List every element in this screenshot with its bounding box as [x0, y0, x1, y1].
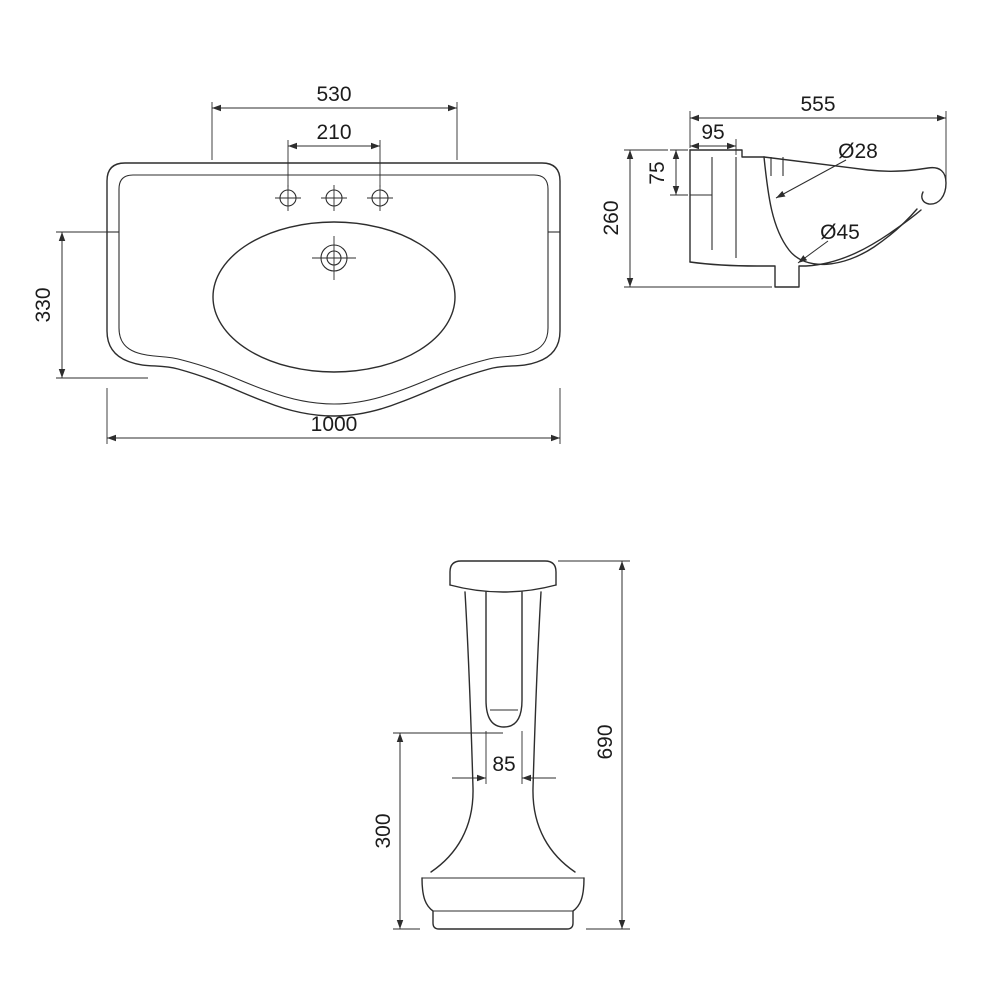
- leader-tap-hole-diameter: Ø28: [775, 140, 878, 199]
- bowl-outline: [212, 221, 456, 373]
- dim-label-75: 75: [646, 161, 669, 184]
- pedestal-column-left: [430, 591, 474, 873]
- basin-section-view: 555 95 75 260 Ø28 Ø45: [600, 93, 947, 288]
- rim-profile: [763, 156, 947, 205]
- dim-label-330: 330: [32, 287, 55, 322]
- dim-tap-spacing: 210: [287, 121, 381, 187]
- dim-label-555: 555: [800, 93, 835, 116]
- dim-label-1000: 1000: [311, 413, 358, 436]
- dim-label-260: 260: [600, 200, 623, 235]
- pedestal-base: [421, 877, 585, 930]
- leader-waste-diameter: Ø45: [797, 221, 860, 264]
- bowl-section-curve: [763, 156, 918, 266]
- leader-line: [775, 159, 847, 199]
- dim-basin-depth: 330: [32, 231, 148, 379]
- dim-label-300: 300: [372, 813, 395, 848]
- pedestal-column-right: [532, 591, 576, 873]
- underside-profile: [689, 209, 922, 288]
- dim-bowl-width: 530: [211, 83, 458, 160]
- dim-pedestal-height: 690: [558, 560, 630, 930]
- dim-overall-width: 1000: [106, 388, 561, 444]
- pedestal-cap-bottom: [449, 584, 557, 593]
- dim-label-690: 690: [594, 724, 617, 759]
- dim-label-waste-dia: Ø45: [820, 221, 860, 244]
- dim-pedestal-lower-height: 300: [372, 732, 503, 930]
- basin-plan-view: 530 210 330 1000: [32, 83, 561, 444]
- waste-hole: [312, 236, 356, 280]
- leader-line: [797, 240, 829, 264]
- dim-slot-width: 85: [452, 731, 556, 784]
- tap-hole-center: [321, 185, 347, 211]
- pedestal-cap: [449, 560, 557, 586]
- tap-hole-left: [275, 185, 301, 211]
- pedestal-slot: [485, 591, 523, 728]
- dim-label-tap-dia: Ø28: [838, 140, 878, 163]
- basin-inner-outline: [118, 174, 549, 405]
- dim-back-apron-height: 75: [646, 149, 688, 196]
- dim-back-ledge: 95: [690, 121, 737, 155]
- dim-basin-height: 260: [600, 149, 772, 288]
- dim-label-530: 530: [316, 83, 351, 106]
- dim-label-85: 85: [492, 753, 515, 776]
- basin-outer-outline: [106, 162, 561, 417]
- top-deck-profile: [689, 149, 765, 158]
- dim-overall-depth: 555: [689, 93, 947, 180]
- pedestal-front-view: 690 85 300: [372, 560, 630, 930]
- dim-label-95: 95: [701, 121, 724, 144]
- tap-hole-right: [367, 185, 393, 211]
- dim-label-210: 210: [316, 121, 351, 144]
